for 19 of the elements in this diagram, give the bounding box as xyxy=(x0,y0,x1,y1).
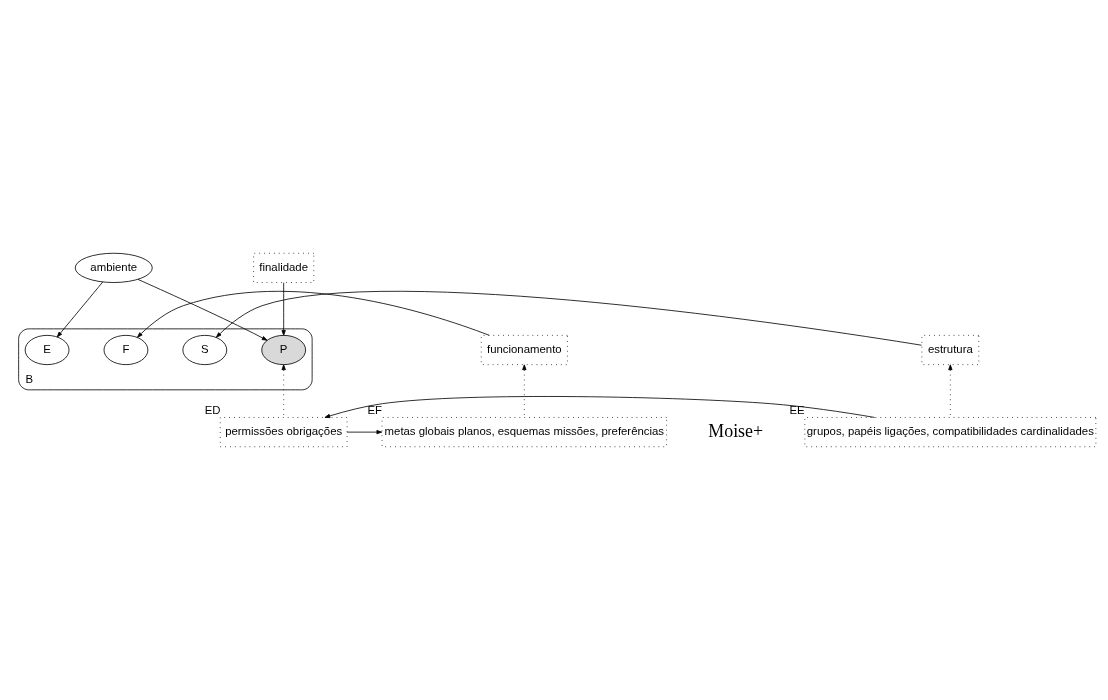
node-label: EF xyxy=(367,404,383,417)
arrow xyxy=(56,281,104,338)
node-box: permissões obrigações xyxy=(219,417,348,448)
node-box: grupos, papéis ligações, compatibilidades cardinalidades xyxy=(804,417,1097,448)
arrow xyxy=(137,291,490,338)
node-ellipse: ambiente xyxy=(74,252,153,283)
node-box: metas globais planos, esquemas missões, preferências xyxy=(381,417,667,448)
node-label: EE xyxy=(789,404,805,417)
arrow xyxy=(346,430,383,435)
node-label: ED xyxy=(204,404,221,417)
node-ellipse: E xyxy=(24,334,70,366)
arrow xyxy=(137,279,268,341)
arrow xyxy=(324,396,876,419)
node-box: finalidade xyxy=(253,252,315,283)
arrow xyxy=(281,282,286,336)
arrow xyxy=(215,290,922,346)
label: Moise+ xyxy=(708,420,764,441)
node-box: estrutura xyxy=(921,334,980,366)
node-box: funcionamento xyxy=(480,334,568,366)
